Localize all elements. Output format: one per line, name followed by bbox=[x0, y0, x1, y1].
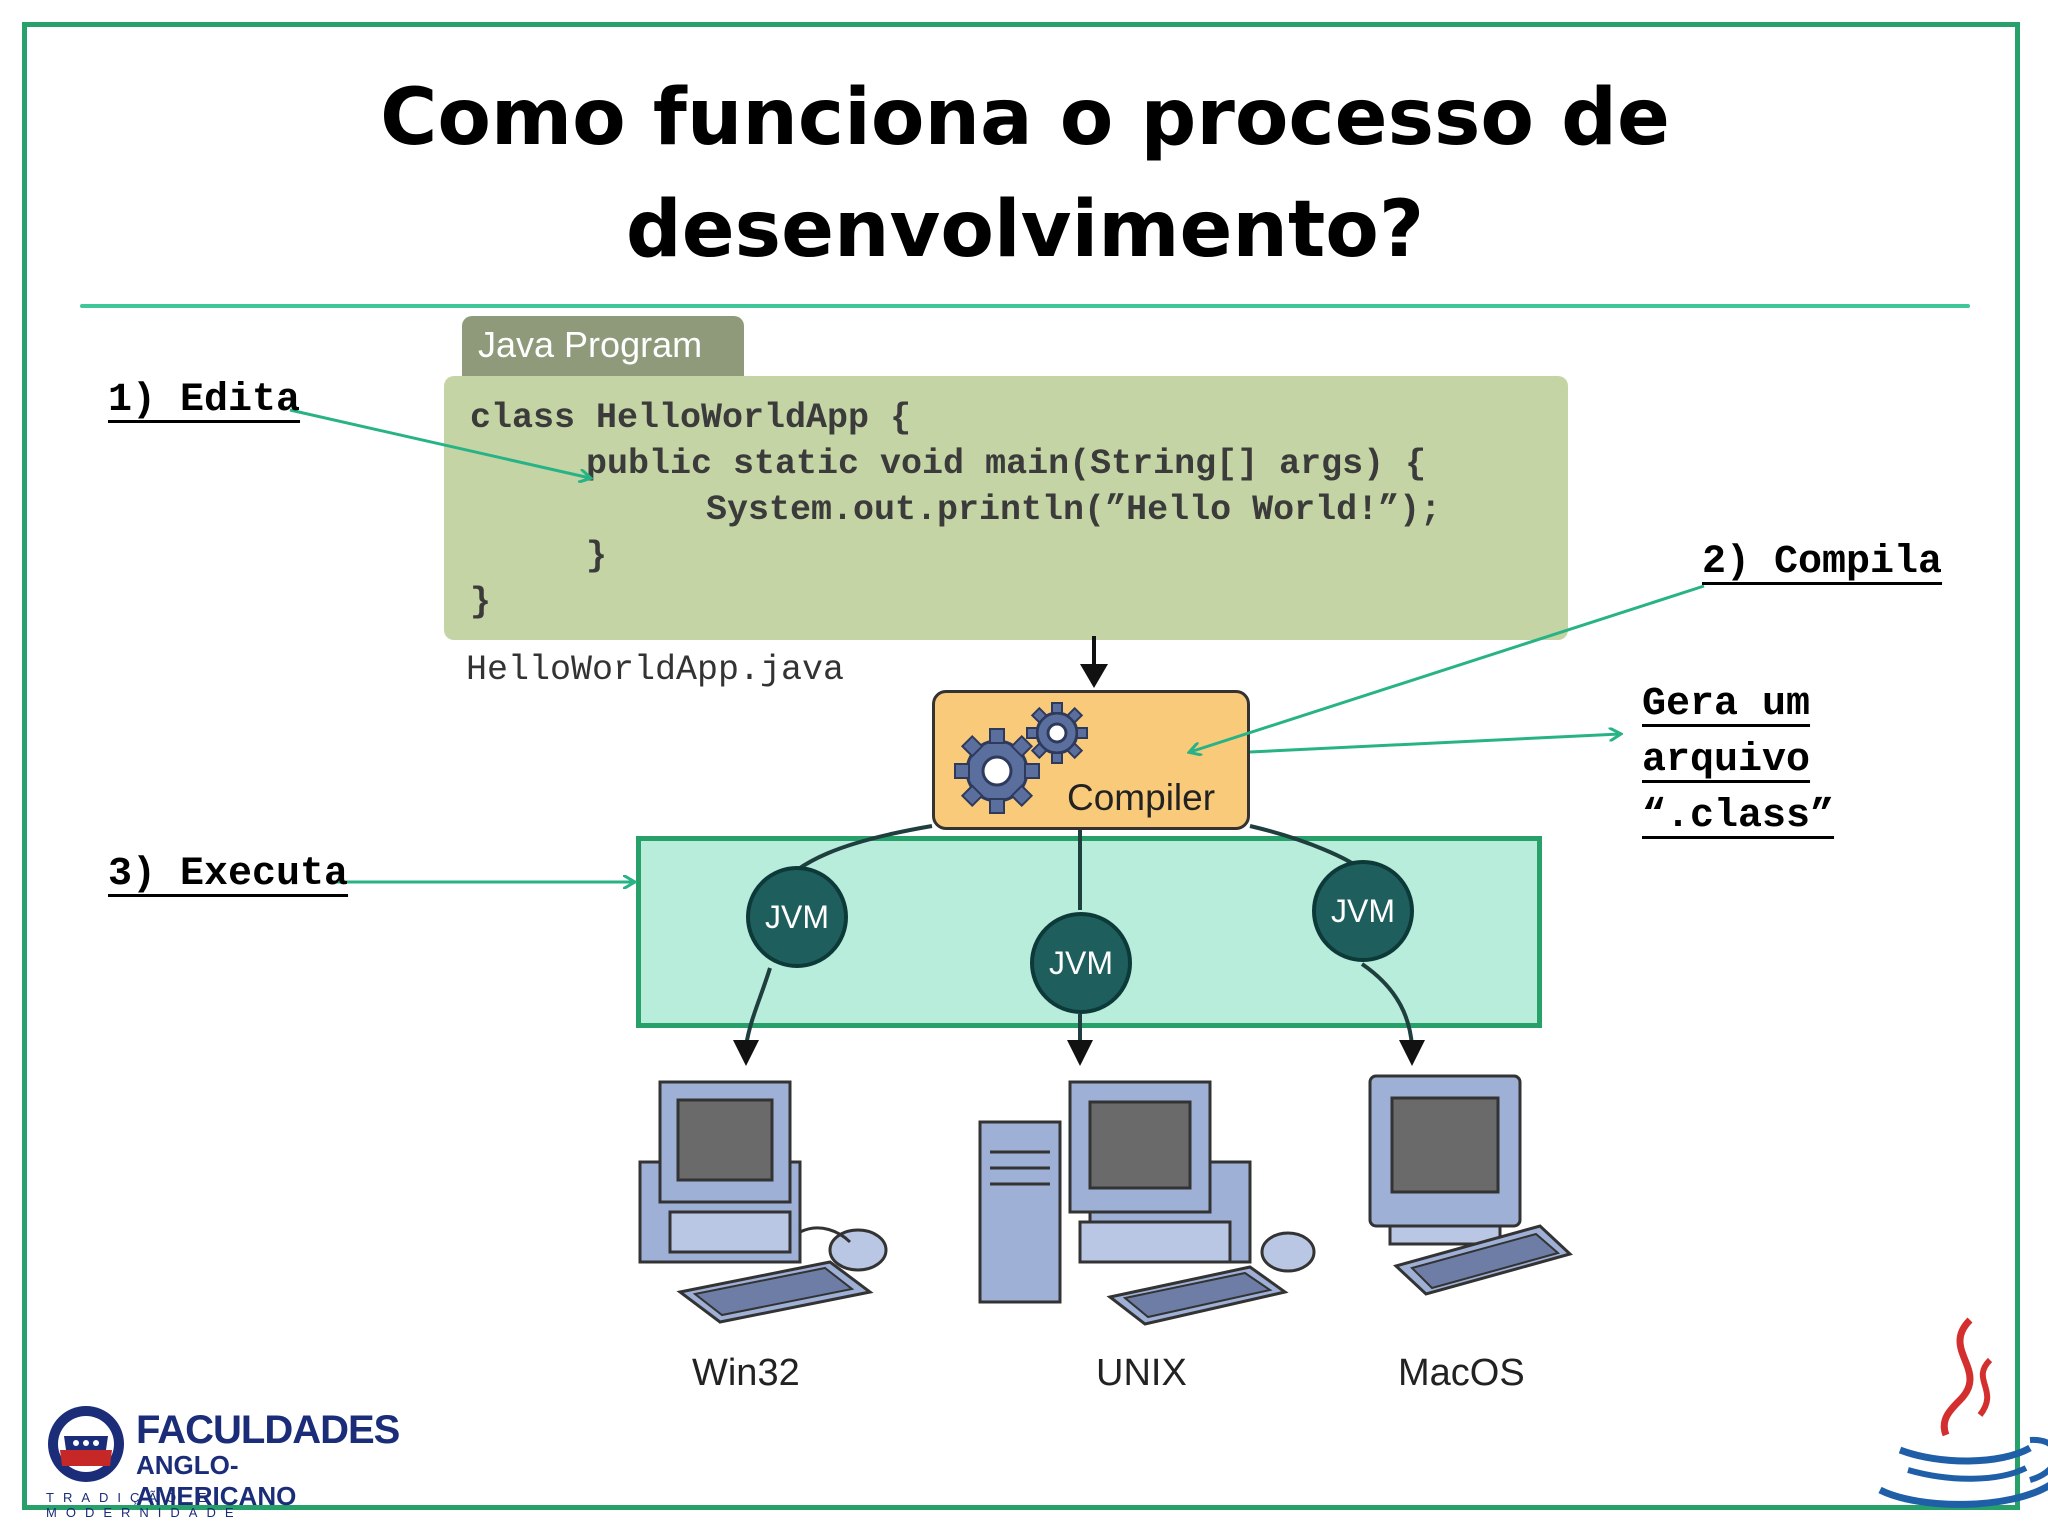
java-program-tab-label: Java Program bbox=[478, 324, 703, 365]
slide-title: Como funciona o processo de desenvolvime… bbox=[300, 62, 1750, 286]
logo-name-line-1: FACULDADES bbox=[136, 1408, 400, 1452]
java-logo-icon bbox=[1878, 1317, 2048, 1508]
title-divider bbox=[80, 304, 1970, 308]
gears-icon bbox=[954, 702, 1088, 814]
annotation-compile: 2) Compila bbox=[1702, 540, 1943, 585]
annotation-class-line-1: Gera um bbox=[1642, 682, 1811, 727]
win32-arrowhead bbox=[733, 1040, 759, 1066]
annotation-class-line-2: arquivo bbox=[1642, 738, 1811, 783]
unix-computer-icon bbox=[978, 1080, 1316, 1326]
logo-tagline: TRADIÇÃO E MODERNIDADE bbox=[46, 1490, 243, 1520]
faculdades-logo: FACULDADES ANGLO-AMERICANO TRADIÇÃO E MO… bbox=[38, 1400, 400, 1520]
compiler-box: Compiler bbox=[932, 690, 1250, 830]
jvm-3-to-macos bbox=[1360, 962, 1414, 1047]
code-line-3: System.out.println(”Hello World!”); bbox=[706, 490, 1442, 530]
jvm-node-1: JVM bbox=[746, 866, 848, 968]
java-program-tab: Java Program bbox=[462, 316, 744, 378]
compile-annotation-arrow bbox=[1190, 584, 1705, 752]
code-line-5: } bbox=[470, 582, 492, 622]
jvm-node-3: JVM bbox=[1312, 860, 1414, 962]
annotation-class-line-3: “.class” bbox=[1642, 794, 1835, 839]
unix-arrowhead bbox=[1067, 1040, 1093, 1066]
edit-annotation-arrow bbox=[289, 408, 590, 478]
title-line-2: desenvolvimento? bbox=[625, 185, 1425, 275]
platform-win32: Win32 bbox=[692, 1352, 800, 1394]
code-line-1: class HelloWorldApp { bbox=[470, 398, 912, 438]
code-line-2: public static void main(String[] args) { bbox=[586, 444, 1427, 484]
source-filename: HelloWorldApp.java bbox=[466, 650, 845, 690]
class-file-annotation-arrow bbox=[1249, 734, 1620, 754]
compiler-label: Compiler bbox=[1067, 777, 1216, 818]
title-line-1: Como funciona o processo de bbox=[380, 73, 1670, 163]
jvm-node-2: JVM bbox=[1030, 912, 1132, 1014]
win32-computer-icon bbox=[638, 1080, 888, 1324]
code-box: class HelloWorldApp { public static void… bbox=[444, 376, 1568, 640]
code-line-4: } bbox=[586, 536, 608, 576]
logo-name-line-2: ANGLO-AMERICANO bbox=[136, 1450, 297, 1511]
macos-arrowhead bbox=[1399, 1040, 1425, 1066]
institution-seal-icon bbox=[48, 1406, 124, 1482]
platform-macos: MacOS bbox=[1398, 1352, 1525, 1394]
code-to-compiler-arrowhead bbox=[1080, 664, 1108, 688]
annotation-execute: 3) Executa bbox=[108, 852, 349, 897]
macos-computer-icon bbox=[1368, 1074, 1573, 1296]
annotation-edit: 1) Edita bbox=[108, 378, 301, 423]
platform-unix: UNIX bbox=[1096, 1352, 1187, 1394]
slide-frame bbox=[22, 22, 2020, 1510]
jvm-1-to-win32 bbox=[744, 967, 772, 1047]
